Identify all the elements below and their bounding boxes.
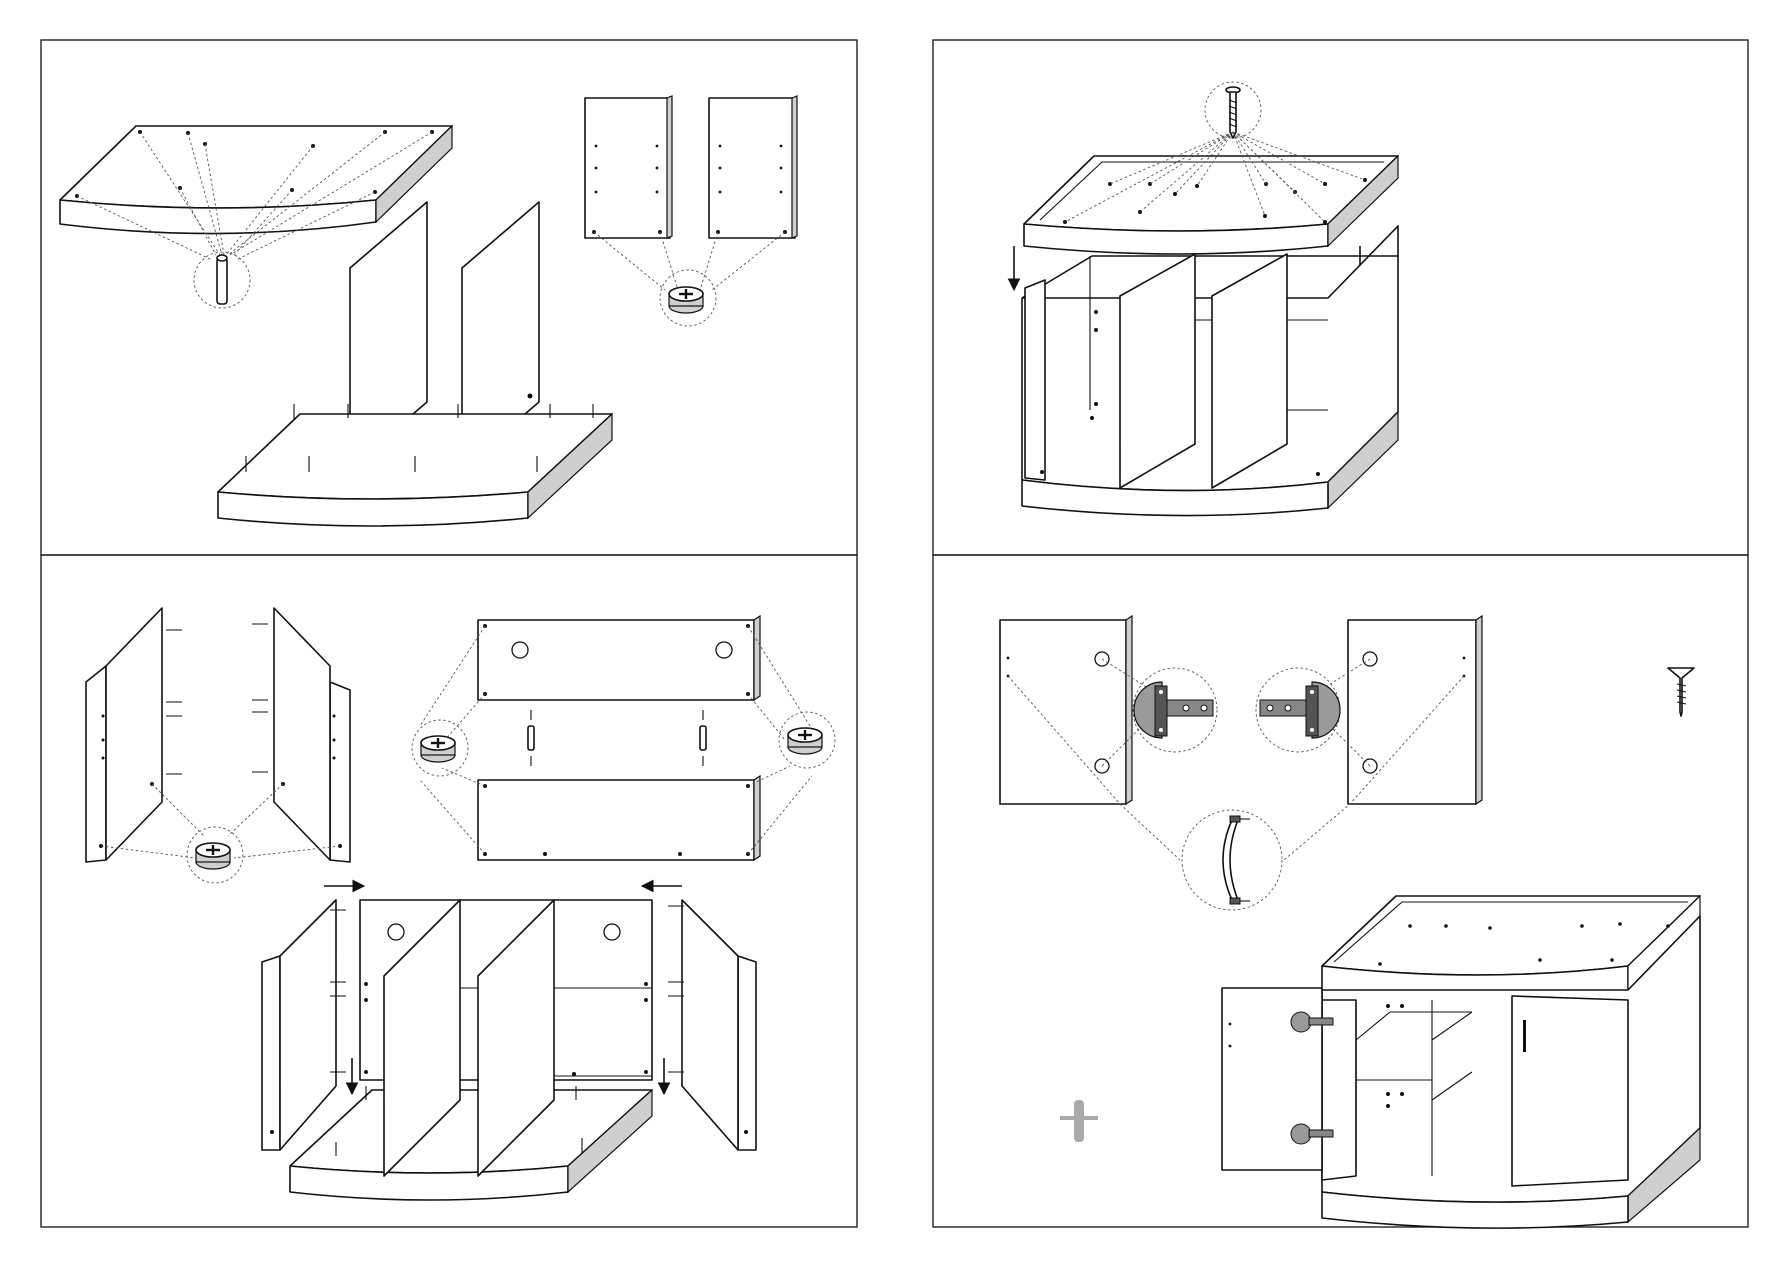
connector-pin-icon [1060, 1100, 1098, 1142]
cam-lock-detail-a [412, 720, 468, 776]
dowel-detail [194, 252, 250, 308]
side-panels [585, 96, 797, 290]
cam-lock-detail-left [187, 827, 243, 883]
screw-detail [1205, 82, 1261, 138]
hinge-detail-left [1133, 668, 1217, 752]
step-2-panel [933, 40, 1748, 555]
step-3-panel [41, 555, 857, 1227]
side-panel-pairs [86, 608, 350, 862]
back-panels [420, 616, 812, 860]
step-4-panel [933, 555, 1748, 1228]
cabinet-body [1022, 226, 1398, 516]
handle-detail [1182, 810, 1282, 910]
frame-assembly [262, 886, 756, 1200]
step-1-panel [41, 40, 857, 555]
hinge-detail-right [1256, 668, 1340, 752]
cam-lock-detail [660, 270, 716, 326]
bottom-panel [218, 404, 612, 526]
door-panels [1000, 616, 1482, 860]
top-panel-placement [1014, 132, 1398, 288]
screw-icon [1668, 668, 1694, 716]
finished-cabinet [1222, 896, 1700, 1228]
